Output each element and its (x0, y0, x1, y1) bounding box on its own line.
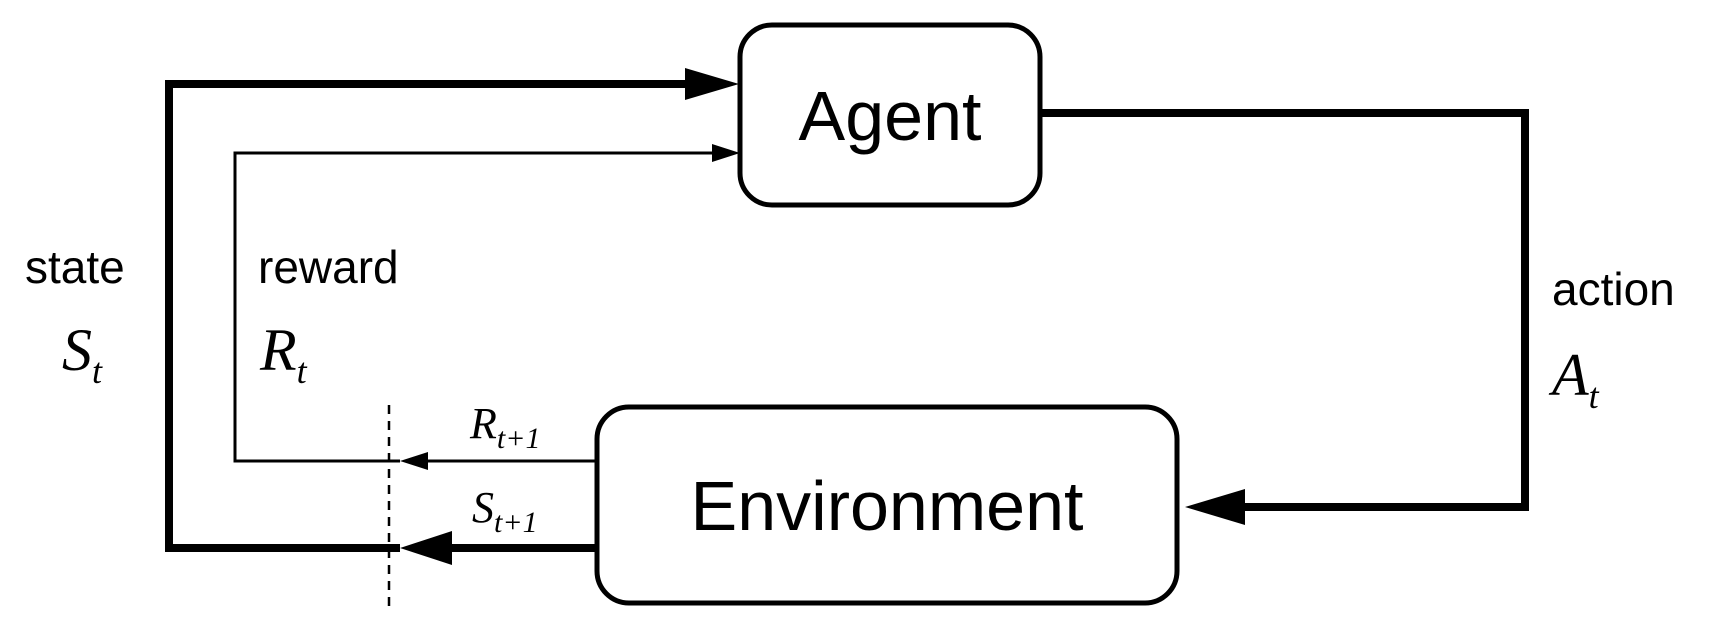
state-arrowhead (685, 68, 739, 100)
next-state-arrowhead (400, 531, 452, 565)
environment-box (594, 404, 1180, 606)
action-symbol: At (1548, 342, 1600, 416)
reward-symbol: Rt (259, 317, 308, 391)
agent-label: Agent (799, 77, 982, 155)
reward-feedback-connector (233, 151, 718, 463)
environment-label: Environment (691, 467, 1084, 545)
state-word: state (25, 241, 125, 293)
action-connector (1040, 109, 1529, 511)
reward-arrowhead (712, 144, 740, 162)
state-feedback-connector (165, 80, 685, 552)
state-symbol: St (62, 317, 103, 391)
reward-word: reward (258, 241, 399, 293)
action-arrowhead (1185, 489, 1245, 525)
next-reward-symbol: Rt+1 (469, 399, 540, 455)
action-word: action (1552, 263, 1675, 315)
next-state-symbol: St+1 (472, 483, 538, 539)
next-reward-arrowhead (400, 452, 428, 470)
